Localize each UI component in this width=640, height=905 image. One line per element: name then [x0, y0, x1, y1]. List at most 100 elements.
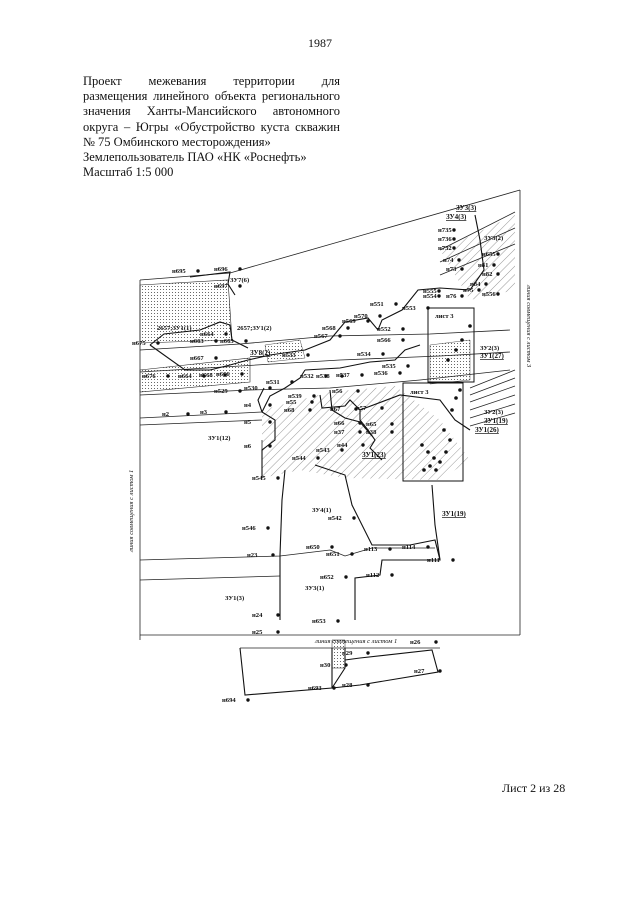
zone-label: ЗУ8(2) — [250, 349, 271, 357]
point-marker — [448, 438, 452, 442]
combination-line-label-bottom: линия совмещения с листом 1 — [314, 638, 397, 645]
point-label: н676 — [142, 373, 156, 380]
point-marker — [268, 403, 272, 407]
title-line: № 75 Омбинского месторождения» — [83, 134, 271, 149]
point-label: н30 — [320, 662, 331, 669]
inset-frames — [402, 307, 475, 482]
point-label: н732 — [438, 245, 452, 252]
point-label: н27 — [414, 668, 425, 675]
point-marker — [268, 444, 272, 448]
zone-label: ЗУ1(26) — [475, 426, 499, 434]
point-label: н566 — [377, 337, 391, 344]
parcel-boundaries — [149, 214, 485, 620]
point-label: н663 — [190, 338, 204, 345]
point-marker — [366, 683, 370, 687]
point-marker — [186, 412, 190, 416]
point-marker — [156, 341, 160, 345]
point-label: н44 — [337, 442, 348, 449]
point-label: н29 — [342, 650, 353, 657]
point-marker — [460, 267, 464, 271]
point-label: н693 — [308, 685, 322, 692]
point-label: н544 — [292, 455, 306, 462]
combination-line-label-right: линия совмещения с листом 3 — [525, 284, 532, 368]
point-marker — [344, 663, 348, 667]
point-marker — [266, 526, 270, 530]
point-label: н539 — [288, 393, 302, 400]
point-label: н5 — [244, 419, 252, 426]
point-marker — [361, 443, 365, 447]
title-line: значения Ханты-Мансийского автономного — [83, 104, 340, 119]
point-label: н695 — [172, 268, 186, 275]
point-marker — [477, 288, 481, 292]
point-label: н556 — [482, 291, 496, 298]
point-marker — [460, 338, 464, 342]
point-marker — [451, 558, 455, 562]
point-label: н56 — [332, 388, 343, 395]
point-marker — [360, 373, 364, 377]
point-marker — [358, 430, 362, 434]
zone-label: ЗУ7(6) — [230, 277, 249, 284]
point-label: н554 — [423, 293, 437, 300]
point-marker — [276, 630, 280, 634]
zone-label: 2657;ЗУ1(2) — [237, 325, 272, 332]
zone-label: ЗУ3(3) — [456, 204, 477, 212]
point-marker — [438, 669, 442, 673]
point-marker — [496, 292, 500, 296]
point-label: н113 — [364, 546, 378, 553]
point-label: н546 — [242, 525, 256, 532]
point-marker — [492, 263, 496, 267]
point-label: н655 — [482, 251, 496, 258]
zone-label: ЗУ1(27) — [480, 352, 504, 360]
point-marker — [437, 294, 441, 298]
point-label: н552 — [377, 326, 391, 333]
point-marker — [340, 374, 344, 378]
point-label: н533 — [282, 352, 296, 359]
point-label: н664 — [178, 373, 192, 380]
zone-label: ЗУ4(3) — [446, 213, 467, 221]
point-marker — [457, 258, 461, 262]
point-marker — [388, 547, 392, 551]
point-label: н25 — [252, 629, 263, 636]
point-label: н735 — [438, 227, 452, 234]
point-label: н542 — [328, 515, 342, 522]
point-label: н567 — [314, 333, 328, 340]
point-label: н37 — [334, 429, 345, 436]
point-label: н664 — [200, 331, 214, 338]
zone-label: ЗУ1(19) — [484, 417, 508, 425]
point-marker — [312, 394, 316, 398]
zone-label: ЗУ1(12) — [208, 435, 230, 442]
point-marker — [366, 651, 370, 655]
point-marker — [426, 545, 430, 549]
zone-labels: ЗУ3(3) ЗУ4(3) ЗУ3(2) ЗУ7(6) 2657;ЗУ1(1) … — [157, 204, 508, 602]
point-label: н3 — [200, 409, 208, 416]
point-label: н532 — [300, 373, 314, 380]
point-marker — [434, 640, 438, 644]
point-marker — [426, 450, 430, 454]
point-label: н74 — [443, 257, 454, 264]
point-label: н114 — [402, 544, 416, 551]
point-label: н535 — [382, 363, 396, 370]
point-marker — [390, 422, 394, 426]
point-label: н4 — [244, 402, 252, 409]
point-label: н653 — [312, 618, 326, 625]
point-label: н67 — [330, 406, 341, 413]
point-marker — [310, 400, 314, 404]
point-label: н55 — [286, 399, 297, 406]
point-label: н529 — [214, 388, 228, 395]
point-label: н545 — [252, 475, 266, 482]
point-marker — [366, 319, 370, 323]
point-marker — [336, 619, 340, 623]
point-marker — [394, 302, 398, 306]
page-number: 1987 — [308, 36, 332, 50]
point-marker — [276, 476, 280, 480]
point-marker — [202, 374, 206, 378]
point-marker — [346, 326, 350, 330]
point-marker — [271, 553, 275, 557]
point-marker — [332, 686, 336, 690]
point-marker — [306, 353, 310, 357]
point-marker — [442, 428, 446, 432]
point-marker — [390, 573, 394, 577]
point-marker — [166, 374, 170, 378]
point-marker — [444, 450, 448, 454]
point-marker — [378, 314, 382, 318]
